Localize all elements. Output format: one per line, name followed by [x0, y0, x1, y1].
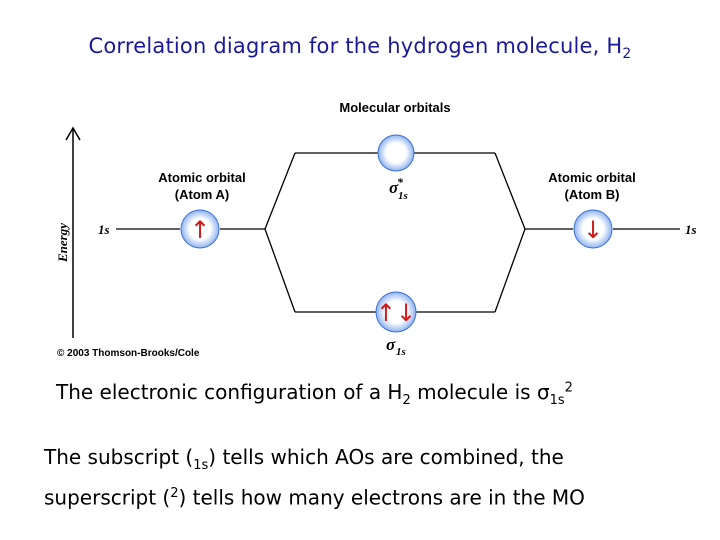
explanation-line1: The subscript (1s) tells which AOs are c… — [44, 445, 564, 473]
bonding-orbital — [375, 291, 417, 333]
page-title: Correlation diagram for the hydrogen mol… — [88, 34, 632, 63]
energy-axis-label: Energy — [55, 223, 70, 263]
antibonding-orbital — [377, 134, 415, 172]
antibonding-label: σ * 1s — [389, 175, 408, 202]
atom-a-orbital — [180, 209, 220, 249]
atom-a-level-label: 1s — [98, 222, 110, 237]
bonding-symbol: σ — [386, 335, 396, 354]
atom-a-electron: ↑ — [190, 216, 210, 244]
bonding-subscript: 1s — [396, 346, 406, 358]
antibonding-subscript: 1s — [398, 190, 408, 202]
antibonding-star: * — [397, 175, 404, 189]
atom-b-label-line1: Atomic orbital — [548, 170, 635, 185]
atom-b-label-line2: (Atom B) — [565, 187, 620, 202]
antibonding-symbol: σ — [389, 178, 399, 197]
copyright-credit: © 2003 Thomson-Brooks/Cole — [57, 348, 200, 359]
explanation-paragraph: The subscript (1s) tells which AOs are c… — [44, 443, 585, 512]
atom-b-electron: ↓ — [583, 216, 603, 244]
bonding-label: σ 1s — [386, 335, 406, 358]
atom-b-level-label: 1s — [685, 222, 697, 237]
atom-a-label-line1: Atomic orbital — [158, 170, 245, 185]
atom-a-label-line2: (Atom A) — [175, 187, 229, 202]
configuration-sentence: The electronic configuration of a H2 mol… — [56, 380, 573, 408]
energy-axis — [65, 126, 81, 338]
explanation-line2: superscript (2) tells how many electrons… — [44, 485, 585, 510]
molecular-orbitals-heading: Molecular orbitals — [339, 100, 450, 115]
bonding-electrons: ↑↓ — [376, 299, 416, 327]
connector-lines — [116, 152, 680, 313]
atom-b-orbital — [573, 209, 613, 249]
